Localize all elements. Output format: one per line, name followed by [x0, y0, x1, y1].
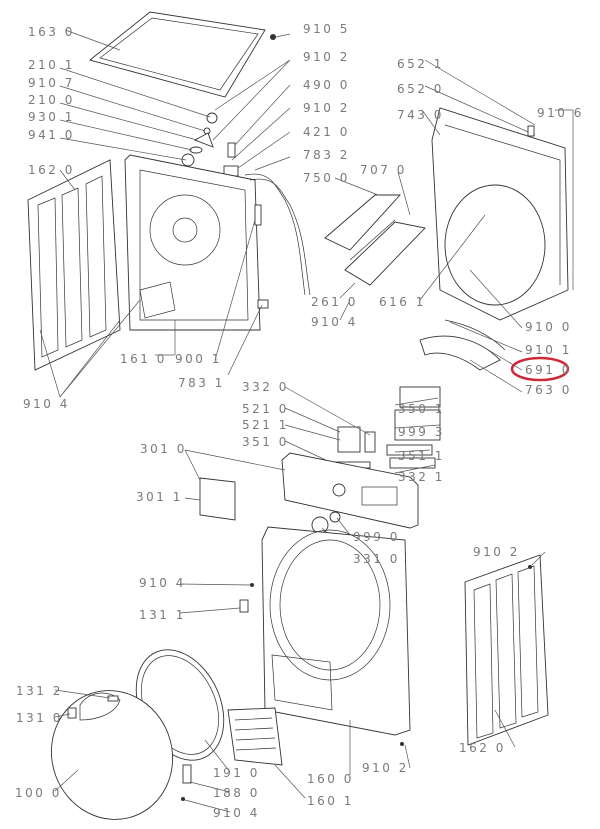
part-label-763-0: 763 0 [525, 383, 572, 397]
part-label-351-1: 351 1 [398, 449, 445, 463]
highlight-circle [510, 356, 570, 382]
part-label-910-4: 910 4 [23, 397, 70, 411]
part-label-160-0: 160 0 [307, 772, 354, 786]
part-label-210-0: 210 0 [28, 93, 75, 107]
part-label-652-1: 652 1 [397, 57, 444, 71]
part-label-999-0: 999 0 [353, 530, 400, 544]
part-side-panel-right [464, 551, 549, 748]
part-label-783-2: 783 2 [303, 148, 350, 162]
part-label-521-1: 521 1 [242, 418, 289, 432]
part-label-900-1: 900 1 [175, 352, 222, 366]
part-filter [419, 319, 523, 393]
part-label-162-0: 162 0 [459, 741, 506, 755]
part-label-351-0: 351 0 [242, 435, 289, 449]
part-label-160-1: 160 1 [307, 794, 354, 808]
part-door [50, 583, 411, 820]
part-label-331-0: 331 0 [353, 552, 400, 566]
part-top-panel [64, 11, 266, 98]
part-label-188-0: 188 0 [213, 786, 260, 800]
part-rear-wall [124, 154, 261, 356]
part-label-910-2: 910 2 [303, 50, 350, 64]
part-label-210-1: 210 1 [28, 58, 75, 72]
part-label-743-0: 743 0 [397, 108, 444, 122]
part-air-duct [324, 171, 426, 321]
part-label-332-0: 332 0 [242, 380, 289, 394]
part-label-910-7: 910 7 [28, 76, 75, 90]
part-label-910-2: 910 2 [303, 101, 350, 115]
part-kick-plate [227, 707, 306, 799]
part-label-750-0: 750 0 [303, 171, 350, 185]
part-label-332-1: 332 1 [398, 470, 445, 484]
part-label-783-1: 783 1 [178, 376, 225, 390]
part-label-910-4: 910 4 [311, 315, 358, 329]
part-label-910-4: 910 4 [139, 576, 186, 590]
part-label-999-3: 999 3 [398, 425, 445, 439]
part-label-930-1: 930 1 [28, 110, 75, 124]
part-label-941-0: 941 0 [28, 128, 75, 142]
part-label-131-0: 131 0 [16, 711, 63, 725]
part-label-350-1: 350 1 [398, 402, 445, 416]
part-hoses [214, 173, 311, 376]
part-label-261-0: 261 0 [311, 295, 358, 309]
part-label-910-0: 910 0 [525, 320, 572, 334]
part-label-131-1: 131 1 [139, 608, 186, 622]
part-label-162-0: 162 0 [28, 163, 75, 177]
part-label-191-0: 191 0 [213, 766, 260, 780]
part-label-910-2: 910 2 [473, 545, 520, 559]
part-label-161-0: 161 0 [120, 352, 167, 366]
part-label-163-0: 163 0 [28, 25, 75, 39]
part-label-910-1: 910 1 [525, 343, 572, 357]
part-label-910-4: 910 4 [213, 806, 260, 820]
part-side-panel-left [27, 159, 141, 398]
part-label-652-0: 652 0 [397, 82, 444, 96]
part-label-301-0: 301 0 [140, 442, 187, 456]
part-control-panel [184, 449, 419, 556]
part-small-fittings [59, 33, 291, 177]
part-label-421-0: 421 0 [303, 125, 350, 139]
part-label-910-5: 910 5 [303, 22, 350, 36]
part-label-910-6: 910 6 [537, 106, 584, 120]
part-front-frame [419, 59, 574, 329]
part-label-707-0: 707 0 [360, 163, 407, 177]
part-label-691-0: 691 0 [525, 363, 572, 377]
part-label-910-2: 910 2 [362, 761, 409, 775]
part-label-131-2: 131 2 [16, 684, 63, 698]
part-label-301-1: 301 1 [136, 490, 183, 504]
part-label-490-0: 490 0 [303, 78, 350, 92]
part-label-616-1: 616 1 [379, 295, 426, 309]
part-label-521-0: 521 0 [242, 402, 289, 416]
part-label-100-0: 100 0 [15, 786, 62, 800]
